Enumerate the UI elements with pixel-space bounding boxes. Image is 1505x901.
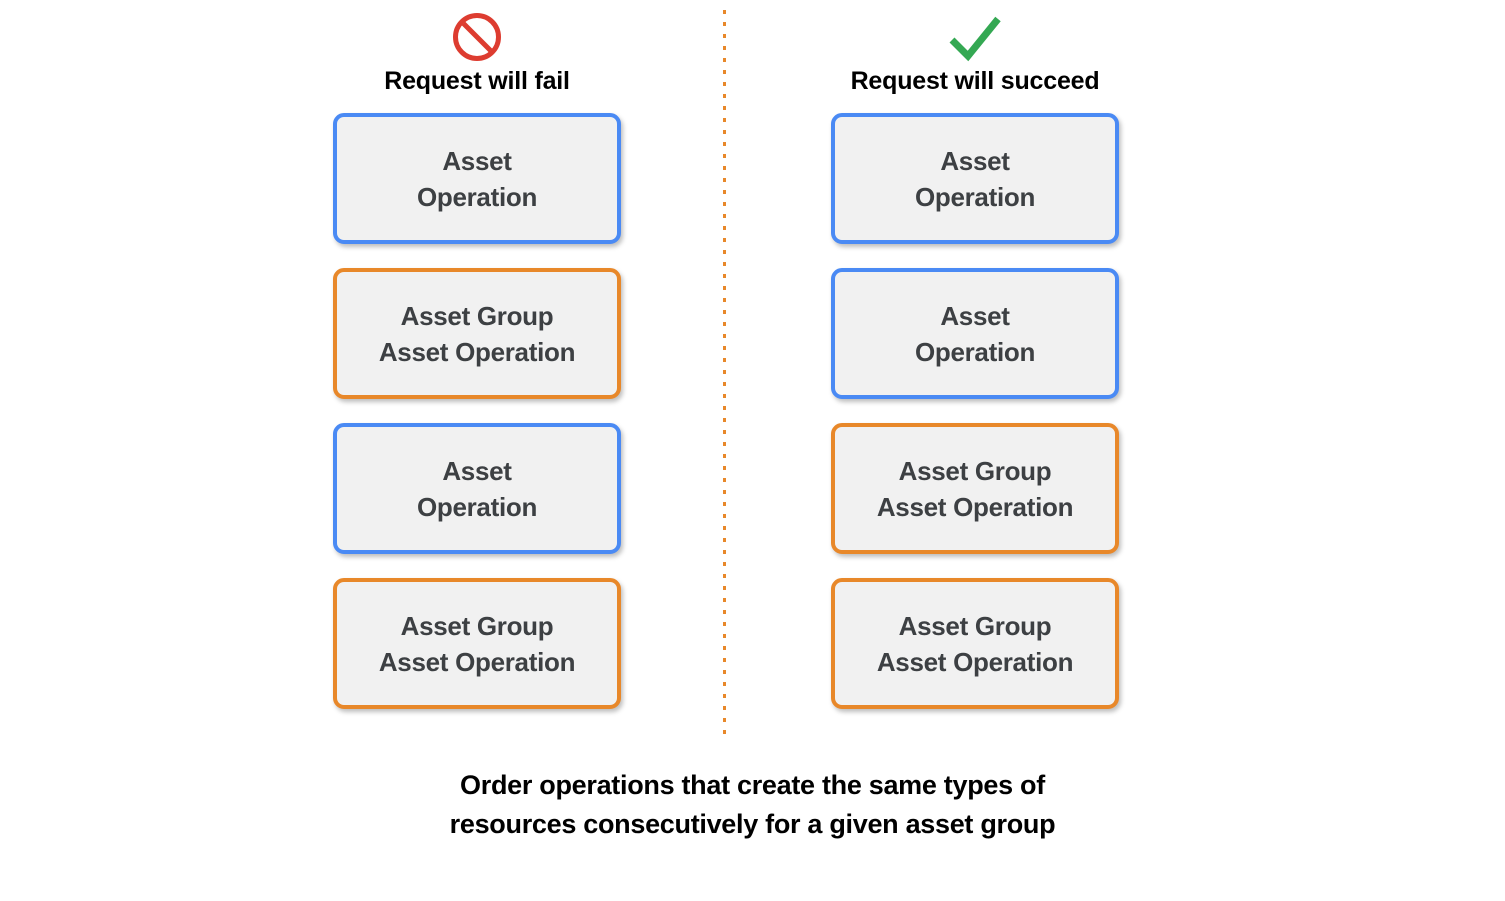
checkmark-icon (825, 10, 1125, 64)
column-header-succeed: Request will succeed (825, 10, 1125, 96)
operation-label: Asset Operation (416, 145, 538, 212)
operation-label: Asset Operation (914, 300, 1036, 367)
column-separator-dotted-line (723, 10, 726, 736)
operation-label: Asset Group Asset Operation (378, 610, 576, 677)
operation-box: Asset Operation (831, 268, 1119, 399)
operation-box: Asset Operation (333, 113, 621, 244)
operation-box: Asset Group Asset Operation (333, 578, 621, 709)
operation-box: Asset Group Asset Operation (831, 578, 1119, 709)
column-title-fail: Request will fail (384, 67, 570, 95)
column-header-fail: Request will fail (327, 10, 627, 96)
operation-list-fail: Asset Operation Asset Group Asset Operat… (333, 113, 621, 733)
operation-box: Asset Operation (333, 423, 621, 554)
operation-label: Asset Operation (416, 455, 538, 522)
operation-box: Asset Group Asset Operation (831, 423, 1119, 554)
column-title-succeed: Request will succeed (850, 67, 1100, 95)
operation-list-succeed: Asset Operation Asset Operation Asset Gr… (831, 113, 1119, 733)
operation-label: Asset Group Asset Operation (876, 610, 1074, 677)
operation-label: Asset Group Asset Operation (876, 455, 1074, 522)
operation-box: Asset Group Asset Operation (333, 268, 621, 399)
prohibited-icon (327, 10, 627, 64)
operation-label: Asset Group Asset Operation (378, 300, 576, 367)
operation-box: Asset Operation (831, 113, 1119, 244)
operation-label: Asset Operation (914, 145, 1036, 212)
diagram-caption: Order operations that create the same ty… (449, 770, 1056, 839)
